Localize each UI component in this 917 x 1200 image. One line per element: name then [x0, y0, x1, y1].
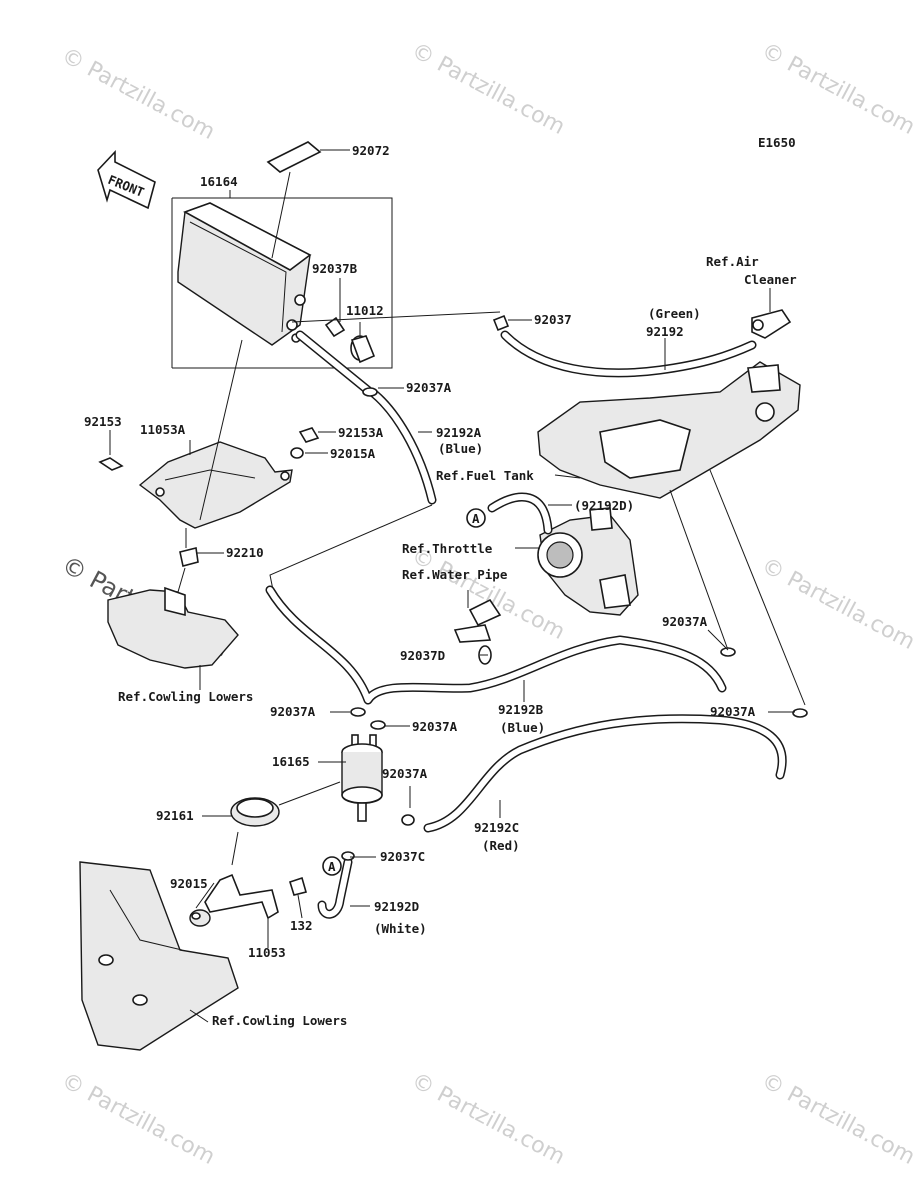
- label-92192C: 92192C: [474, 820, 519, 835]
- spacer-92015: [189, 909, 211, 927]
- cowling-lowers-top: [107, 567, 239, 690]
- bolt-92153: [98, 430, 124, 471]
- label-11053A: 11053A: [140, 422, 186, 437]
- label-92153A: 92153A: [338, 425, 384, 440]
- label-16165: 16165: [272, 754, 310, 769]
- hose-92192D-white: [317, 851, 355, 919]
- label-92037: 92037: [534, 312, 572, 327]
- label-ref-air: Ref.Air: [706, 254, 759, 269]
- label-92037C: 92037C: [380, 849, 425, 864]
- label-92192D-paren: (92192D): [574, 498, 634, 513]
- clip-92037A-left: [350, 707, 366, 717]
- label-green: (Green): [648, 306, 701, 321]
- bolt-132: [289, 876, 307, 919]
- hose-92192C-red: [423, 714, 787, 833]
- label-92153: 92153: [84, 414, 122, 429]
- label-92037D: 92037D: [400, 648, 445, 663]
- hose-92192B-blue: [265, 585, 727, 705]
- throttle-body: [537, 507, 639, 616]
- watermark: © Partzilla.com: [407, 38, 569, 140]
- cap-11012: [350, 322, 376, 364]
- marker-a-text: A: [328, 859, 336, 874]
- hose-92192D-top: [487, 492, 553, 535]
- label-16164: 16164: [200, 174, 238, 189]
- clip-92037B: [324, 278, 346, 338]
- bracket-11053: [204, 873, 279, 948]
- label-92037A-2: 92037A: [662, 614, 708, 629]
- marker-a-top: A: [466, 508, 486, 528]
- label-92037A-4: 92037A: [270, 704, 316, 719]
- label-92192D: 92192D: [374, 899, 419, 914]
- watermark: © Partzilla.com: [757, 38, 917, 140]
- clip-92037A-mid: [370, 720, 386, 730]
- label-92037B: 92037B: [312, 261, 358, 276]
- watermark: © Partzilla.com: [57, 1068, 219, 1170]
- label-11012: 11012: [346, 303, 384, 318]
- bolt-92153A: [298, 427, 320, 443]
- hose-92192-green: [500, 330, 757, 378]
- label-92192B: 92192B: [498, 702, 544, 717]
- label-92037A-3: 92037A: [710, 704, 756, 719]
- label-92192B-color: (Blue): [500, 720, 545, 735]
- label-ref-water-pipe: Ref.Water Pipe: [402, 567, 508, 582]
- label-92210: 92210: [226, 545, 264, 560]
- label-92192A-color: (Blue): [438, 441, 483, 456]
- cowling-lowers-bottom: [79, 861, 239, 1051]
- label-92161: 92161: [156, 808, 194, 823]
- leader-lines: [195, 319, 795, 909]
- clip-92037: [492, 314, 510, 332]
- marker-a-text: A: [472, 511, 480, 526]
- watermark: © Partzilla.com: [757, 553, 917, 655]
- bracket-11053A: [138, 440, 293, 529]
- clip-92037A-right-2: [792, 708, 808, 718]
- label-92037A-1: 92037A: [406, 380, 452, 395]
- label-11053: 11053: [248, 945, 286, 960]
- fuel-filter-16165: [341, 734, 383, 822]
- hose-from-canister: [291, 311, 501, 397]
- label-132: 132: [290, 918, 313, 933]
- label-92037A-5: 92037A: [412, 719, 458, 734]
- ring-92161: [230, 781, 341, 866]
- label-ref-cowling-top: Ref.Cowling Lowers: [118, 689, 253, 704]
- watermark: © Partzilla.com: [407, 1068, 569, 1170]
- canister-16164: [177, 202, 312, 346]
- clamp-92210: [179, 528, 224, 567]
- label-ref-cowling-bottom: Ref.Cowling Lowers: [212, 1013, 347, 1028]
- spacer-92015A: [290, 447, 304, 459]
- marker-a-bottom: A: [322, 856, 342, 876]
- label-ref-fuel-tank: Ref.Fuel Tank: [436, 468, 534, 483]
- label-92192A: 92192A: [436, 425, 482, 440]
- strap-92072: [266, 141, 350, 259]
- label-92037A-6: 92037A: [382, 766, 428, 781]
- air-cleaner-fitting: [751, 288, 792, 339]
- diagram-code: E1650: [758, 135, 796, 150]
- label-92192D-color: (White): [374, 921, 427, 936]
- label-92015: 92015: [170, 876, 208, 891]
- label-92192C-color: (Red): [482, 838, 520, 853]
- front-arrow-icon: FRONT: [97, 149, 156, 210]
- watermark: © Partzilla.com: [757, 1068, 917, 1170]
- clip-92037A: [362, 387, 378, 397]
- label-92015A: 92015A: [330, 446, 376, 461]
- label-ref-air-2: Cleaner: [744, 272, 797, 287]
- label-92072: 92072: [352, 143, 390, 158]
- watermark: © Partzilla.com: [57, 43, 219, 145]
- clip-92037A-filter: [401, 814, 415, 826]
- fuel-tank-cover: [537, 361, 801, 499]
- label-ref-throttle: Ref.Throttle: [402, 541, 493, 556]
- label-92192: 92192: [646, 324, 684, 339]
- part-labels: 16164 92072 92037B 11012 92037 92037A 92…: [84, 143, 797, 1028]
- clip-92037A-right-1: [720, 647, 736, 657]
